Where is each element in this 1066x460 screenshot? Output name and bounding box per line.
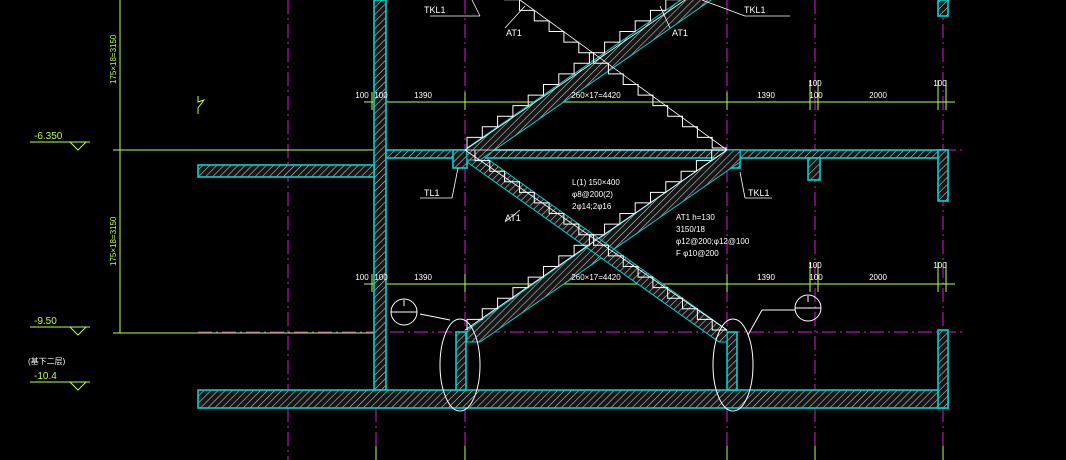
dimension-label: 100 [355, 91, 369, 100]
tkl-left-top-label: TKL1 [424, 5, 446, 15]
right-beam-stub [807, 157, 821, 181]
break-mark [197, 96, 206, 114]
dimension-label: 100 [355, 273, 369, 282]
stair-note-3: φ12@200;φ12@100 [676, 237, 750, 246]
left-column-stub [455, 331, 467, 391]
dimension-label: 1390 [757, 91, 775, 100]
level-3-label: -10.4 [34, 371, 57, 382]
beam-note-2: φ8@200(2) [572, 190, 613, 199]
stair-note-4: F φ10@200 [676, 249, 719, 258]
right-wall-segment [937, 149, 949, 202]
dimension-label: 100 [933, 261, 947, 270]
at-left-mid-label: AT1 [505, 213, 521, 223]
dimension-lines [30, 0, 955, 460]
stair-step-profile [474, 150, 727, 331]
stair-note-1: AT1 h=130 [676, 213, 715, 222]
stair-bands [466, 0, 741, 343]
at-right-top-label: AT1 [672, 28, 688, 38]
dimension-label: 100 [809, 273, 823, 282]
landing-beam-left [452, 149, 468, 169]
tkl-right-top-label: TKL1 [744, 5, 766, 15]
dimension-label: 100 [808, 79, 822, 88]
dimension-label: 1390 [414, 273, 432, 282]
dimension-row-upper: 100 100 1390 260×17=4420 1390 100 100 2000 100 [355, 79, 947, 100]
dimension-label: 100 [808, 261, 822, 270]
dimension-label: 260×17=4420 [571, 273, 621, 282]
right-wall-top [937, 0, 949, 17]
callouts [390, 294, 822, 412]
beam-note-3: 2φ14;2φ16 [572, 202, 612, 211]
dimension-label: 100 [809, 91, 823, 100]
level-triangles [69, 141, 87, 391]
level-labels: -6.350 -9.50 (基下二层) -10.4 175×18=3150 17… [28, 34, 118, 382]
right-wall-bottom [937, 329, 949, 409]
left-wall [373, 0, 387, 391]
leader-lines [420, 0, 790, 223]
left-floor-slab [197, 164, 375, 178]
level-3-note: (基下二层) [28, 356, 66, 366]
stair-step-profile [504, 0, 727, 149]
dimension-label: 1390 [414, 91, 432, 100]
tkl-right-mid-label: TKL1 [748, 188, 770, 198]
stair-note-2: 3150/18 [676, 225, 705, 234]
dimension-label: 100 [374, 91, 388, 100]
beam-note-1: L(1) 150×400 [572, 178, 620, 187]
structure [197, 0, 949, 409]
dim-left-lower: 175×18=3150 [109, 216, 118, 266]
dim-left-upper: 175×18=3150 [109, 34, 118, 84]
dimension-label: 100 [933, 79, 947, 88]
level-1-label: -6.350 [34, 131, 63, 142]
cross-lines [464, 0, 728, 331]
stair-steps [466, 0, 727, 331]
level-2-label: -9.50 [34, 316, 57, 327]
dimension-label: 260×17=4420 [571, 91, 621, 100]
text-labels: TKL1 TKL1 AT1 AT1 TL1 TKL1 AT1 L(1) 150×… [424, 5, 770, 258]
right-column-stub [726, 331, 738, 391]
at-left-top-label: AT1 [506, 28, 522, 38]
dimension-label: 1390 [757, 273, 775, 282]
dimension-label: 2000 [869, 91, 887, 100]
dimension-row-lower: 100 100 1390 260×17=4420 1390 100 100 2000 100 [355, 261, 947, 282]
dimension-label: 100 [374, 273, 388, 282]
dimension-label: 2000 [869, 273, 887, 282]
ground-slab [197, 389, 949, 409]
tl-left-label: TL1 [424, 188, 440, 198]
